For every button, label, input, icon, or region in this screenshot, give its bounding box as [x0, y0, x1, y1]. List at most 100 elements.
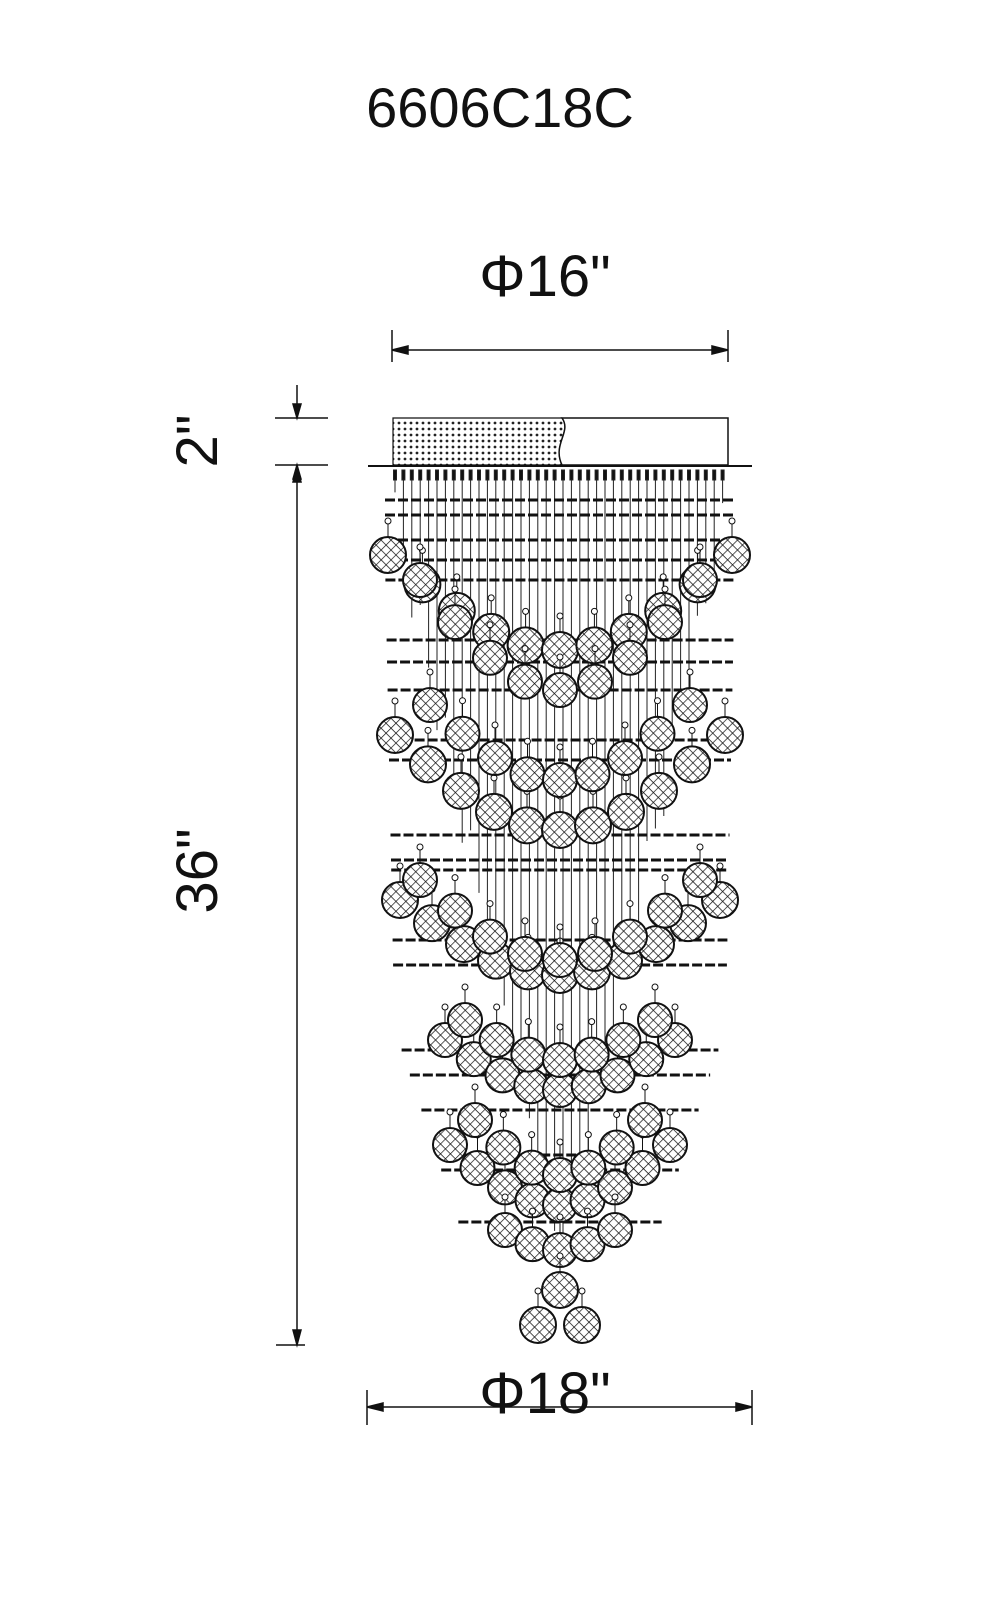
- fixture-height-label: 36": [165, 828, 230, 914]
- crystal-ball: [508, 806, 546, 845]
- crystal-ball: [507, 935, 543, 972]
- crystal-ball: [574, 806, 612, 845]
- strand-cap: [544, 469, 549, 481]
- crystal-ball: [598, 1129, 635, 1166]
- crystal-ball: [612, 639, 648, 676]
- strand-cap: [611, 469, 616, 481]
- strand-cap: [510, 469, 515, 481]
- crystal-ball: [682, 562, 718, 598]
- top-diameter-dimension: [391, 330, 729, 362]
- strand-cap: [586, 469, 591, 481]
- crystal-ball: [541, 1271, 579, 1309]
- strand-cap: [603, 469, 607, 481]
- strand-cap: [678, 469, 683, 481]
- crystal-ball: [472, 639, 508, 676]
- crystal-ball: [459, 1149, 496, 1186]
- strand-cap: [460, 469, 465, 481]
- crystal-ball: [652, 1127, 688, 1163]
- crystal-ball: [485, 1129, 522, 1166]
- crystal-ball: [478, 1022, 515, 1058]
- crystal-ball: [542, 942, 578, 978]
- crystal-ball: [519, 1306, 557, 1344]
- strand-cap: [687, 469, 691, 481]
- crystal-ball: [577, 935, 613, 972]
- crystal-ball: [647, 892, 683, 929]
- strand-cap: [561, 469, 565, 481]
- strand-cap: [577, 469, 582, 481]
- strand-cap: [485, 469, 490, 481]
- crystal-ball: [597, 1212, 633, 1248]
- crystal-ball: [402, 862, 438, 898]
- strand-cap: [535, 469, 540, 481]
- strand-cap: [502, 469, 507, 481]
- fixture-height-dimension: [276, 464, 305, 1348]
- strand-cap: [393, 469, 397, 481]
- crystal-ball: [607, 792, 645, 831]
- crystal-ball: [444, 715, 481, 752]
- model-number: 6606C18C: [366, 76, 634, 139]
- crystal-ball: [607, 740, 643, 777]
- crystal-ball: [637, 1002, 673, 1038]
- crystal-ball: [447, 1002, 483, 1038]
- crystal-ball: [624, 1149, 661, 1186]
- crystal-ball: [542, 762, 578, 798]
- canopy-height-label: 2": [165, 414, 230, 468]
- crystal-balls: [369, 517, 751, 1344]
- strand-cap: [426, 469, 431, 481]
- strand-cap: [703, 469, 708, 481]
- strand-cap: [409, 469, 414, 481]
- crystal-ball: [563, 1306, 601, 1344]
- canopy-diameter-label: Φ16": [479, 244, 611, 309]
- crystal-ball: [412, 687, 448, 723]
- crystal-ball: [673, 745, 711, 784]
- crystal-ball: [605, 1022, 642, 1058]
- crystal-ball: [574, 756, 611, 793]
- strand-cap: [443, 469, 448, 481]
- strand-cap: [670, 469, 675, 481]
- crystal-ball: [570, 1149, 607, 1186]
- crystal-ball: [542, 1042, 578, 1078]
- crystal-ball: [612, 918, 648, 955]
- crystal-ball: [573, 1036, 610, 1073]
- strand-cap: [569, 469, 574, 481]
- crystal-ball: [510, 1036, 547, 1073]
- crystal-ball: [507, 663, 543, 700]
- crystal-ball: [639, 715, 676, 752]
- strand-cap: [527, 469, 532, 481]
- strand-cap: [594, 469, 599, 481]
- crystal-ball: [509, 756, 546, 793]
- crystal-ball: [577, 663, 613, 700]
- strand-cap: [451, 469, 456, 481]
- strand-cap: [661, 469, 666, 481]
- strand-cap: [653, 469, 658, 481]
- crystal-ball: [647, 604, 683, 641]
- dimension-lines: [275, 330, 753, 1425]
- crystal-ball: [713, 536, 751, 574]
- crystal-ball: [706, 716, 744, 754]
- bottom-diameter-dimension: [366, 1390, 753, 1425]
- crystal-ball: [682, 862, 718, 898]
- strand-cap: [636, 469, 641, 481]
- crystal-ball: [409, 745, 447, 784]
- crystal-ball: [437, 892, 473, 929]
- crystal-ball: [477, 740, 513, 777]
- strand-cap: [493, 469, 498, 481]
- strand-cap: [519, 469, 523, 481]
- crystal-ball: [402, 562, 438, 598]
- strand-cap: [720, 469, 725, 481]
- strand-cap: [477, 469, 481, 481]
- strand-cap: [552, 469, 557, 481]
- crystal-ball: [475, 792, 513, 831]
- strand-cap: [712, 469, 717, 481]
- strand-cap: [645, 469, 649, 481]
- strand-cap: [435, 469, 439, 481]
- strand-cap: [628, 469, 633, 481]
- crystal-ball: [442, 771, 480, 810]
- crystal-ball: [672, 687, 708, 723]
- strand-cap: [401, 469, 406, 481]
- crystal-ball: [541, 811, 579, 849]
- crystal-ball: [627, 1102, 663, 1138]
- crystal-ball: [369, 536, 407, 574]
